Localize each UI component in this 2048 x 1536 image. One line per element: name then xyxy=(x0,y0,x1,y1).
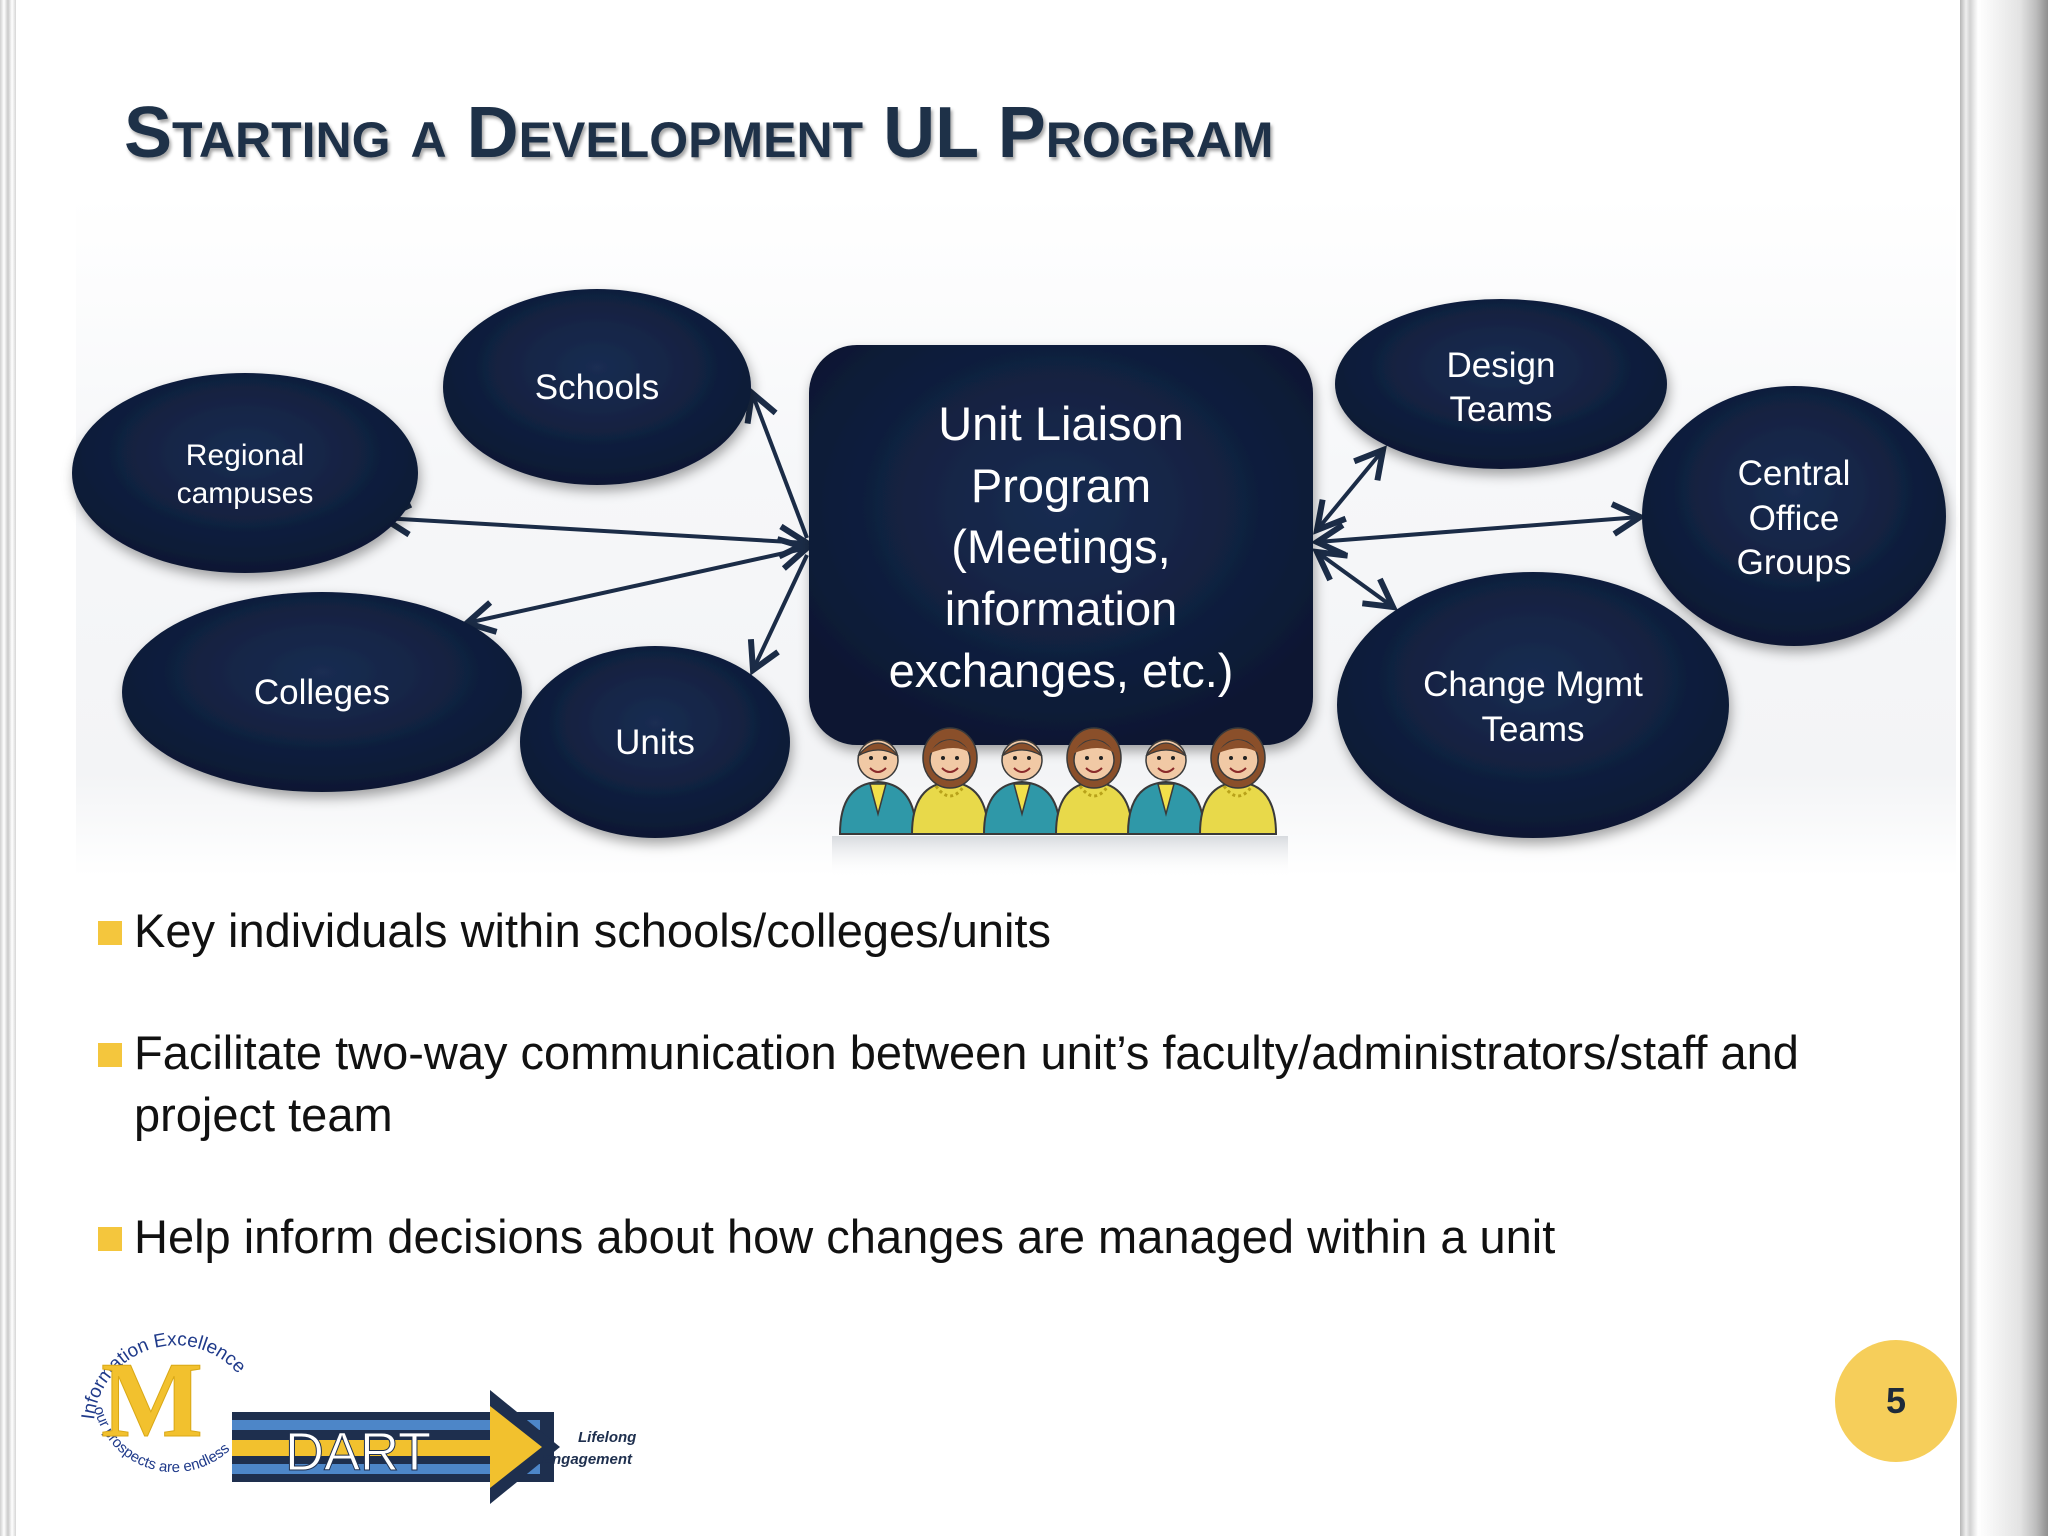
right-border xyxy=(1960,0,2048,1536)
logo-m-letter: M xyxy=(101,1341,203,1460)
person-woman-icon xyxy=(910,727,990,835)
page-number-badge: 5 xyxy=(1835,1340,1957,1462)
central-label-line3: Groups xyxy=(1737,543,1852,582)
arrow-schools xyxy=(752,393,809,539)
person-man-icon xyxy=(982,739,1062,835)
center-program-box xyxy=(809,345,1313,745)
bullet-text: Help inform decisions about how changes … xyxy=(134,1210,1556,1263)
node-schools xyxy=(443,289,751,485)
schools-label: Schools xyxy=(535,368,660,407)
arrow-units xyxy=(753,554,809,670)
bullet-square-icon xyxy=(98,1227,122,1251)
bullet-item: Help inform decisions about how changes … xyxy=(98,1206,1555,1268)
arrow-regional xyxy=(383,518,807,543)
center-label-line2: Program xyxy=(971,459,1151,512)
change-label-line1: Change Mgmt xyxy=(1423,665,1643,704)
connector-lines xyxy=(383,393,1640,670)
info-excellence-logo: Information Excellence our prospects are… xyxy=(78,1329,636,1504)
units-label: Units xyxy=(615,723,695,762)
person-woman-icon xyxy=(1198,727,1278,835)
arrow-design xyxy=(1317,450,1383,530)
bullet-item: Key individuals within schools/colleges/… xyxy=(98,900,1051,962)
node-design-teams xyxy=(1335,299,1667,469)
center-label-line3: (Meetings, xyxy=(951,520,1170,573)
people-group-icon xyxy=(832,727,1288,876)
left-border xyxy=(0,0,16,1536)
bullet-square-icon xyxy=(98,921,122,945)
liaison-diagram: Schools Regional campuses Colleges Units… xyxy=(72,289,1946,876)
tagline-line2: Engagement xyxy=(542,1451,633,1468)
arrow-change xyxy=(1317,552,1393,607)
center-label-line5: exchanges, etc.) xyxy=(889,644,1234,697)
central-label-line2: Office xyxy=(1749,499,1840,538)
bullet-text: Key individuals within schools/colleges/… xyxy=(134,904,1051,957)
dart-label: DART xyxy=(285,1422,431,1482)
person-man-icon xyxy=(1126,739,1206,835)
node-regional-campuses xyxy=(72,373,418,573)
regional-label-line1: Regional xyxy=(186,439,304,472)
dart-arrow-icon xyxy=(232,1390,560,1504)
slide: Starting a Development UL Program xyxy=(0,0,1957,1536)
change-label-line2: Teams xyxy=(1481,710,1584,749)
bullet-item: Facilitate two-way communication between… xyxy=(98,1022,1894,1146)
people-reflection xyxy=(832,836,1288,876)
central-label-line1: Central xyxy=(1738,454,1851,493)
node-units xyxy=(520,646,790,838)
design-label-line2: Teams xyxy=(1449,390,1552,429)
center-label-line4: information xyxy=(945,582,1178,635)
bullet-text: Facilitate two-way communication between… xyxy=(134,1026,1799,1141)
colleges-label: Colleges xyxy=(254,673,390,712)
regional-label-line2: campuses xyxy=(177,477,314,510)
person-woman-icon xyxy=(1054,727,1134,835)
design-label-line1: Design xyxy=(1447,346,1556,385)
person-man-icon xyxy=(838,739,918,835)
arrow-central xyxy=(1317,517,1640,542)
bullet-square-icon xyxy=(98,1043,122,1067)
node-central-office xyxy=(1642,386,1946,646)
node-colleges xyxy=(122,592,522,792)
center-label-line1: Unit Liaison xyxy=(938,397,1184,450)
tagline-line1: Lifelong xyxy=(578,1429,636,1446)
node-change-mgmt xyxy=(1337,572,1729,838)
arrow-colleges xyxy=(467,548,807,623)
slide-title: Starting a Development UL Program xyxy=(124,93,1274,173)
